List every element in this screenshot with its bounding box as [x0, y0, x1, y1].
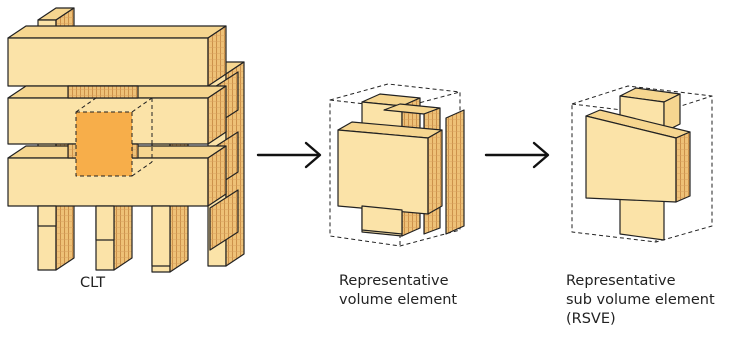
- clt-horizontal-boards: [7, 25, 227, 207]
- clt-bottom-ends: [37, 205, 171, 267]
- caption-clt: CLT: [80, 275, 106, 291]
- arrow-right-icon: [256, 141, 322, 169]
- arrow-right-icon: [484, 141, 550, 169]
- clt-panel: [7, 7, 245, 273]
- rsve-block: [571, 85, 713, 243]
- caption-rsve: Representative sub volume element (RSVE): [566, 273, 715, 327]
- caption-rve: Representative volume element: [339, 273, 458, 308]
- rve-block: [329, 83, 465, 247]
- clt-rve-highlight: [76, 112, 132, 176]
- clt-rve-outline: [75, 97, 153, 177]
